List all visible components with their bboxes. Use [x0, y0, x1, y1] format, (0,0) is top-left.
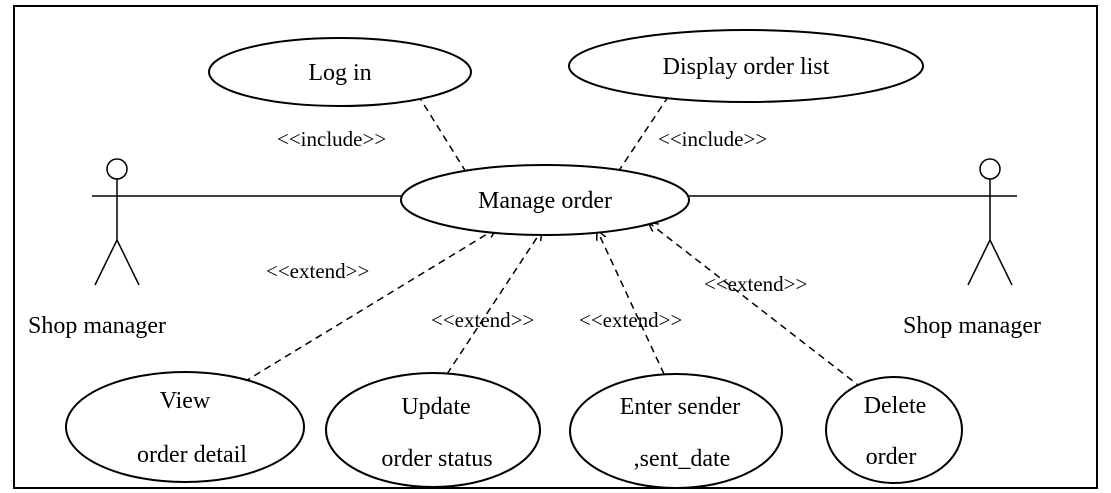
include-display-label: <<include>>	[658, 127, 767, 151]
use-case-delete-line2: order	[866, 444, 917, 470]
extend-update-arrow	[446, 230, 542, 375]
use-case-view-line1: View	[160, 388, 211, 414]
use-case-display-order-list: Display order list	[568, 29, 924, 103]
use-case-enter-sender: Enter sender ,sent_date	[569, 373, 783, 489]
use-case-sender-line2: ,sent_date	[634, 446, 731, 472]
use-case-manage-order-label: Manage order	[478, 188, 612, 214]
actor-left-figure	[94, 158, 140, 286]
use-case-view-line2: order detail	[137, 442, 247, 468]
extend-delete-arrow	[648, 222, 863, 389]
use-case-manage-order: Manage order	[400, 164, 690, 236]
actor-right-label: Shop manager	[903, 313, 1041, 339]
include-login-label: <<include>>	[277, 127, 386, 151]
use-case-login-label: Log in	[308, 60, 371, 86]
use-case-login: Log in	[208, 37, 472, 107]
use-case-update-order-status: Update order status	[325, 372, 541, 488]
extend-update-label: <<extend>>	[431, 308, 534, 332]
use-case-delete-order: Delete order	[825, 376, 963, 484]
actor-left-label: Shop manager	[28, 313, 166, 339]
include-login-arrow	[413, 87, 467, 173]
use-case-sender-line1: Enter sender	[620, 394, 741, 420]
use-case-update-line2: order status	[381, 446, 492, 472]
extend-view-label: <<extend>>	[266, 259, 369, 283]
actor-right-figure	[967, 158, 1013, 286]
extend-view-arrow	[243, 228, 497, 383]
diagram-frame	[13, 5, 1098, 489]
include-display-arrow	[617, 85, 676, 173]
use-case-update-line1: Update	[401, 394, 470, 420]
extend-sender-label: <<extend>>	[579, 308, 682, 332]
use-case-view-order-detail: View order detail	[65, 371, 305, 483]
use-case-display-order-list-label: Display order list	[663, 54, 830, 80]
extend-sender-arrow	[597, 230, 665, 375]
use-case-delete-line1: Delete	[864, 393, 927, 419]
extend-delete-label: <<extend>>	[704, 272, 807, 296]
